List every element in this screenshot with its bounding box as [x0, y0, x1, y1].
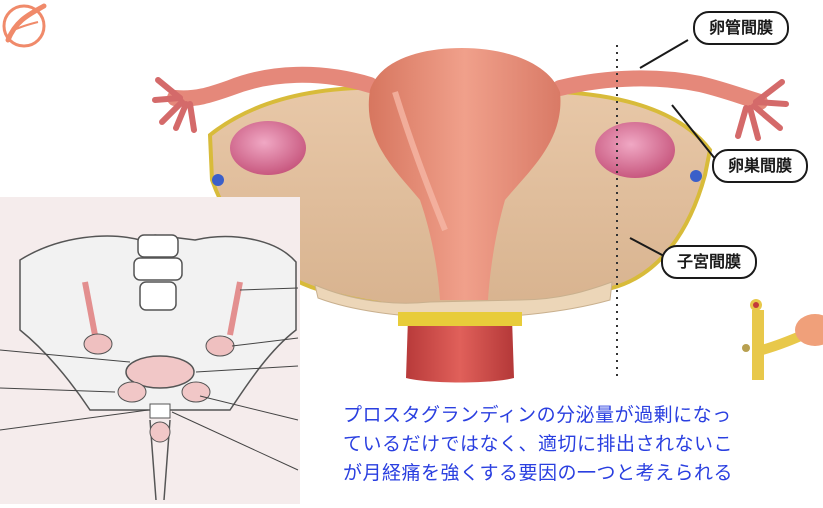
label-mesosalpinx: 卵管間膜	[693, 11, 789, 45]
pelvis-inset	[0, 197, 300, 504]
caption-line: プロスタグランディンの分泌量が過剰になっ	[343, 401, 823, 430]
cervix	[406, 318, 514, 383]
ovary-left	[230, 121, 306, 175]
label-mesovarium: 卵巣間膜	[712, 149, 808, 183]
inset-section-diagram	[742, 299, 823, 380]
caption-line: が月経痛を強くする要因の一つと考えられる	[343, 459, 823, 488]
caption-line: ているだけではなく、適切に排出されないこ	[343, 430, 823, 459]
caption-text: プロスタグランディンの分泌量が過剰になっ ているだけではなく、適切に排出されない…	[343, 401, 823, 488]
ovary-right	[595, 122, 675, 178]
label-mesometrium: 子宮間膜	[661, 245, 757, 279]
logo-mark	[4, 6, 44, 46]
